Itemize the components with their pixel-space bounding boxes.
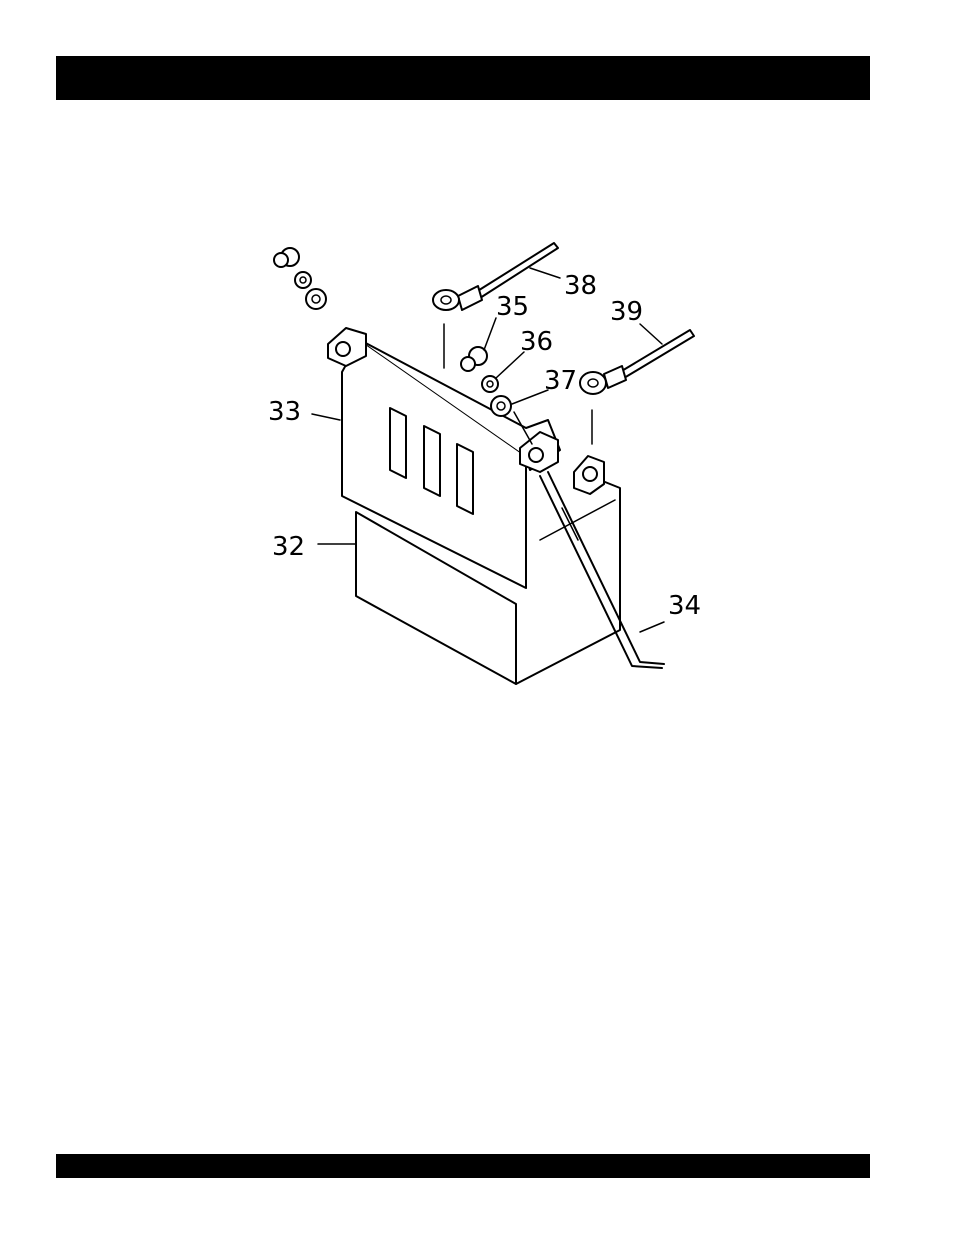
callout-39: 39 bbox=[610, 297, 643, 327]
footer-bar bbox=[56, 1154, 870, 1178]
battery-parts-diagram: 33 32 34 35 36 37 38 39 bbox=[240, 225, 720, 695]
left-hardware bbox=[274, 248, 326, 309]
callout-38: 38 bbox=[564, 271, 597, 301]
callout-34: 34 bbox=[668, 591, 701, 621]
header-bar bbox=[56, 56, 870, 100]
cable-39 bbox=[580, 330, 694, 444]
callout-32: 32 bbox=[272, 532, 305, 562]
callout-37: 37 bbox=[544, 366, 577, 396]
callout-36: 36 bbox=[520, 327, 553, 357]
callout-35: 35 bbox=[496, 292, 529, 322]
callout-33: 33 bbox=[268, 397, 301, 427]
